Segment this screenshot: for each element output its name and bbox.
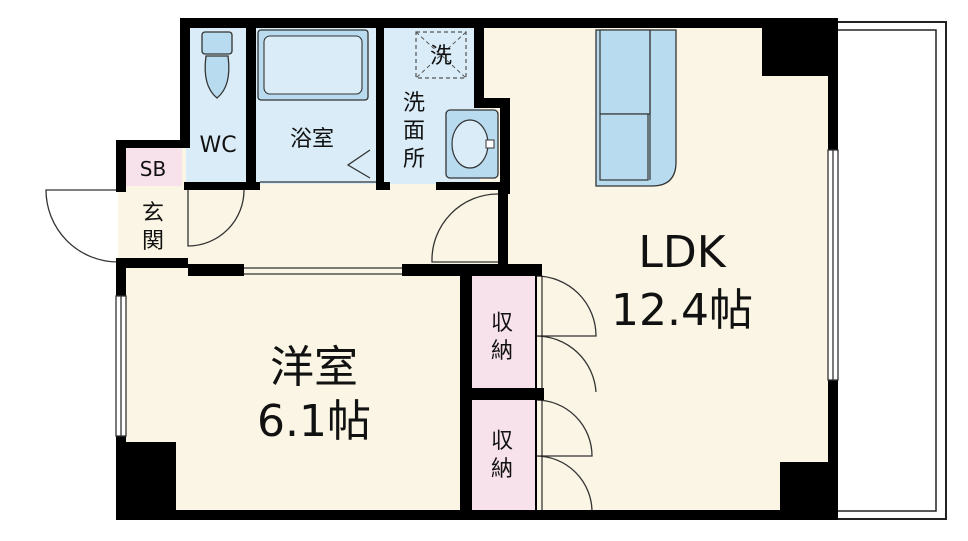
wash-basin-icon [445, 109, 499, 179]
washroom-label-line-2: 面 [403, 119, 425, 144]
storage-2-label-line-2: 納 [491, 457, 513, 482]
wc-label: WC [199, 133, 236, 158]
storage-2-doors [535, 399, 593, 513]
toilet-icon [201, 31, 233, 99]
washroom-label-line-3: 所 [403, 147, 425, 172]
storage-1-label-line-2: 納 [491, 339, 513, 364]
room-labels: WC 浴室 洗 洗 面 所 SB 玄 関 LDK 12.4帖 洋室 6.1帖 収… [140, 44, 753, 482]
shoe-box-area [122, 146, 182, 186]
balcony [835, 21, 947, 520]
storage-2-label-line-1: 収 [491, 429, 513, 454]
western-room-size: 6.1帖 [257, 396, 371, 447]
wc-door [187, 189, 245, 247]
doors [45, 181, 597, 513]
entrance-label-line-1: 玄 [142, 201, 164, 226]
kitchen-counter-icon [595, 29, 677, 187]
entrance-label-line-2: 関 [142, 229, 164, 254]
storage-2-area [470, 400, 536, 512]
walls [115, 18, 839, 520]
bath-label: 浴室 [290, 127, 334, 152]
washing-machine-space [415, 31, 467, 79]
laundry-label: 洗 [430, 44, 452, 69]
storage-1-doors [535, 275, 597, 393]
shoe-box-label: SB [140, 157, 166, 181]
storage-1-label-line-1: 収 [491, 311, 513, 336]
ldk-name: LDK [638, 227, 726, 278]
washroom-label-line-1: 洗 [403, 91, 425, 116]
western-room-name: 洋室 [270, 342, 358, 393]
ldk-size: 12.4帖 [611, 285, 753, 336]
fixtures [201, 29, 677, 187]
washroom-door [431, 193, 499, 263]
storage-1-area [470, 276, 536, 390]
entrance-door [45, 189, 119, 263]
bathtub-icon [257, 29, 371, 179]
